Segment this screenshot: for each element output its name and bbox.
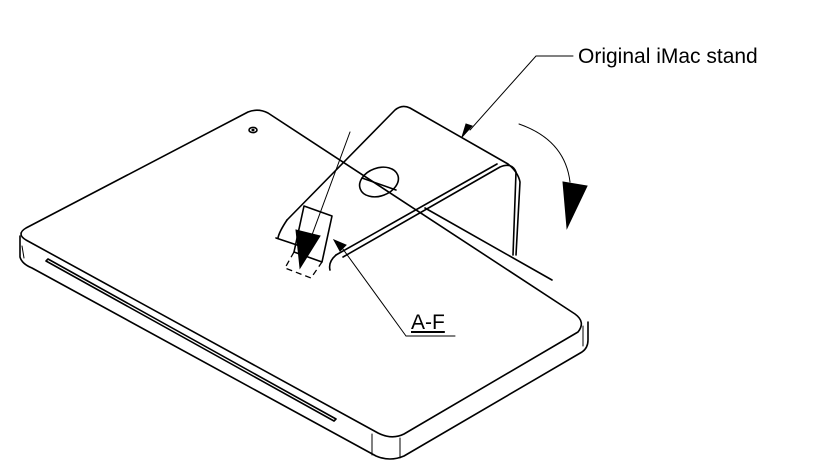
base-plate (19, 109, 589, 460)
leader-arrow-icon (332, 55, 574, 337)
part-ref-label: A-F (411, 311, 445, 334)
clip-detail (275, 131, 351, 279)
stand (277, 105, 553, 281)
curved-arrow-icon (518, 123, 588, 230)
stand-label: Original iMac stand (578, 45, 758, 68)
